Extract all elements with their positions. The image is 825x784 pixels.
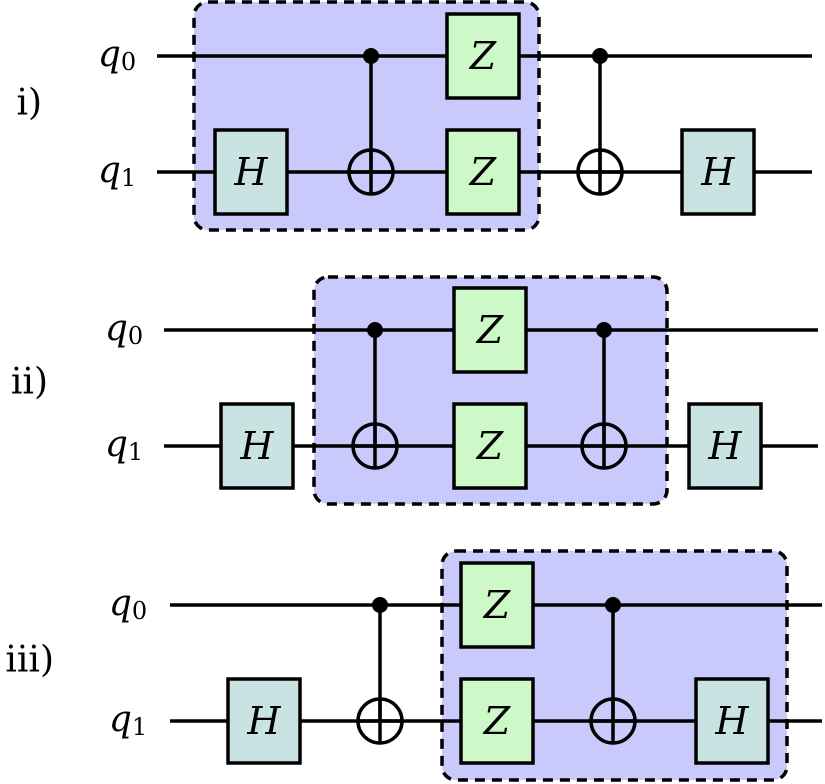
hadamard-gate: H	[694, 677, 770, 765]
panel-i: i) q0 q1 H Z Z	[16, 0, 812, 232]
svg-text:H: H	[233, 150, 268, 194]
qubit-label-q1: q1	[98, 150, 136, 193]
svg-text:H: H	[707, 424, 742, 468]
panel-ii: ii) q0 q1 H Z Z	[11, 275, 818, 506]
cnot-gate	[580, 322, 628, 470]
svg-text:Z: Z	[483, 699, 511, 743]
qubit-label-q0: q0	[109, 583, 147, 626]
cnot-gate	[347, 48, 395, 196]
svg-text:Z: Z	[476, 308, 504, 352]
control-dot	[372, 597, 388, 613]
control-dot	[596, 322, 612, 338]
cnot-gate	[576, 48, 624, 196]
svg-text:H: H	[246, 699, 281, 743]
qubit-label-q0: q0	[98, 34, 136, 77]
qubit-label-q0: q0	[105, 308, 143, 351]
panel-label: i)	[16, 83, 42, 124]
cnot-gate	[356, 597, 404, 745]
svg-text:H: H	[700, 150, 735, 194]
control-dot	[605, 597, 621, 613]
svg-text:H: H	[714, 699, 749, 743]
hadamard-gate: H	[680, 128, 756, 216]
z-gate-q0: Z	[445, 12, 521, 100]
panel-iii: iii) q0 q1 H Z Z	[5, 549, 822, 782]
cnot-gate	[351, 322, 399, 470]
z-gate-q1: Z	[445, 128, 521, 216]
cnot-gate	[589, 597, 637, 745]
z-gate-q0: Z	[459, 561, 535, 649]
control-dot	[367, 322, 383, 338]
svg-text:Z: Z	[476, 424, 504, 468]
control-dot	[363, 48, 379, 64]
z-gate-q0: Z	[452, 286, 528, 374]
z-gate-q1: Z	[459, 677, 535, 765]
hadamard-gate: H	[219, 402, 295, 490]
panel-label: iii)	[5, 640, 54, 681]
qubit-label-q1: q1	[109, 699, 147, 742]
control-dot	[592, 48, 608, 64]
svg-text:H: H	[239, 424, 274, 468]
hadamard-gate: H	[213, 128, 289, 216]
z-gate-q1: Z	[452, 402, 528, 490]
svg-text:Z: Z	[469, 34, 497, 78]
qubit-label-q1: q1	[105, 424, 143, 467]
panel-label: ii)	[11, 362, 48, 403]
svg-text:Z: Z	[483, 583, 511, 627]
hadamard-gate: H	[687, 402, 763, 490]
svg-text:Z: Z	[469, 150, 497, 194]
hadamard-gate: H	[226, 677, 302, 765]
